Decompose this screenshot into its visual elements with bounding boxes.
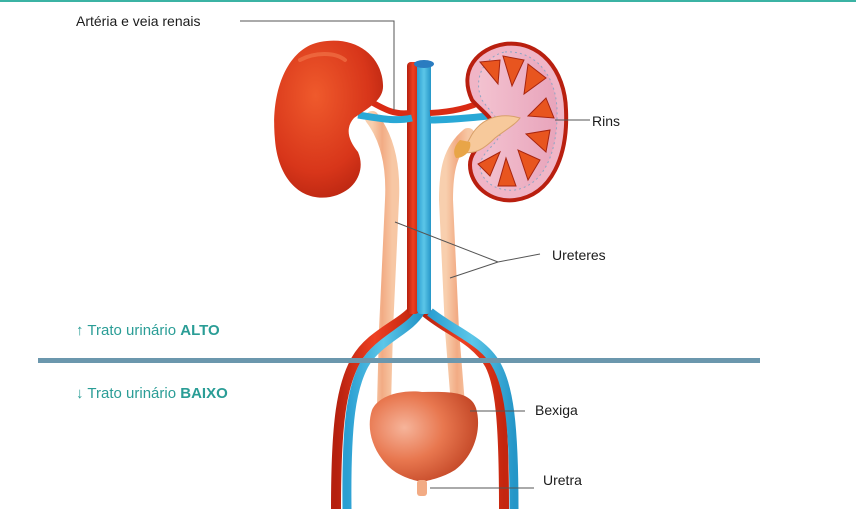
left-kidney	[274, 40, 384, 198]
lower-tract-label: ↓ Trato urinário BAIXO	[76, 385, 228, 403]
upper-tract-bold: ALTO	[180, 322, 220, 339]
up-arrow-icon: ↑	[76, 322, 84, 339]
bladder	[369, 391, 479, 482]
tract-divider	[38, 358, 760, 363]
upper-tract-label: ↑ Trato urinário ALTO	[76, 322, 220, 340]
label-kidneys: Rins	[592, 113, 621, 129]
upper-tract-text: Trato urinário	[87, 322, 177, 339]
right-kidney-section	[454, 41, 569, 203]
lower-tract-bold: BAIXO	[180, 385, 228, 402]
label-ureters: Ureteres	[552, 247, 606, 263]
label-urethra: Uretra	[543, 472, 582, 488]
label-bladder: Bexiga	[535, 402, 578, 418]
leader-lines	[240, 20, 590, 489]
top-accent-rule	[0, 0, 856, 2]
urethra	[417, 480, 427, 496]
great-vessels	[407, 60, 434, 314]
lower-tract-text: Trato urinário	[87, 385, 177, 402]
iliac-vessels	[331, 306, 519, 510]
label-artery-vein: Artéria e veia renais	[76, 13, 201, 29]
down-arrow-icon: ↓	[76, 385, 84, 402]
